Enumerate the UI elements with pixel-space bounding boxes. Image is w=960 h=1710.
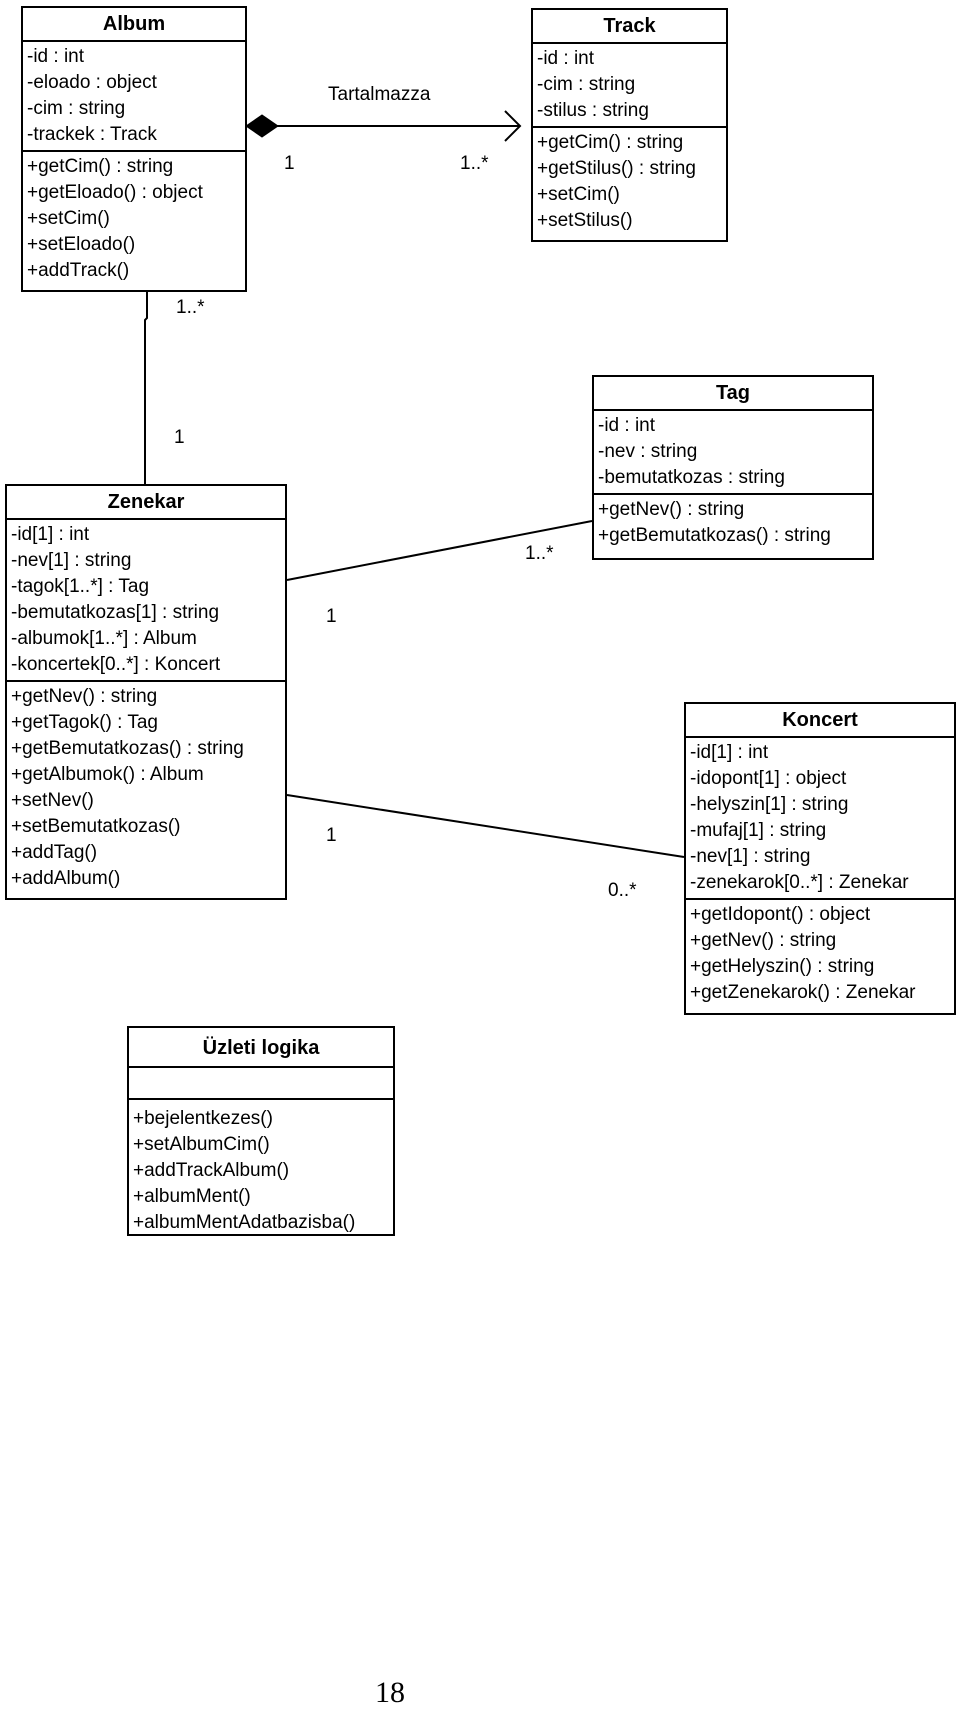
mult-zenekar-koncert-zenekar: 1 xyxy=(326,825,337,846)
operation: +getZenekarok() : Zenekar xyxy=(690,982,916,1003)
operation: +setCim() xyxy=(27,208,110,229)
attribute: -id[1] : int xyxy=(11,524,90,545)
mult-album-zenekar-zenekar: 1 xyxy=(174,427,185,448)
attribute: -id[1] : int xyxy=(690,742,769,763)
class-uzleti-logika-attributes xyxy=(129,1068,393,1100)
class-zenekar-attributes: -id[1] : int -nev[1] : string -tagok[1..… xyxy=(7,520,285,682)
class-uzleti-logika-name: Üzleti logika xyxy=(129,1028,393,1068)
operation: +setStilus() xyxy=(537,210,633,231)
attribute: -bemutatkozas[1] : string xyxy=(11,602,220,623)
operation: +albumMent() xyxy=(133,1186,251,1207)
class-tag-name: Tag xyxy=(594,377,872,411)
operation: +setCim() xyxy=(537,184,620,205)
class-tag: Tag -id : int -nev : string -bemutatkoza… xyxy=(592,375,874,560)
operation: +getEloado() : object xyxy=(27,182,203,203)
class-zenekar-operations: +getNev() : string +getTagok() : Tag +ge… xyxy=(7,682,285,894)
attribute: -nev : string xyxy=(598,441,698,462)
operation: +setBemutatkozas() xyxy=(11,816,181,837)
class-album-attributes: -id : int -eloado : object -cim : string… xyxy=(23,42,245,152)
class-track-attributes: -id : int -cim : string -stilus : string xyxy=(533,44,726,128)
attribute: -id : int xyxy=(27,46,85,67)
class-koncert-operations: +getIdopont() : object +getNev() : strin… xyxy=(686,900,954,1008)
assoc-album-zenekar-line xyxy=(144,266,148,484)
class-uzleti-logika-operations: +bejelentkezes() +setAlbumCim() +addTrac… xyxy=(129,1100,393,1238)
attribute: -id : int xyxy=(537,48,595,69)
operation: +getBemutatkozas() : string xyxy=(11,738,244,759)
operation: +setEloado() xyxy=(27,234,136,255)
operation: +getHelyszin() : string xyxy=(690,956,875,977)
operation: +addTrackAlbum() xyxy=(133,1160,290,1181)
class-koncert-name: Koncert xyxy=(686,704,954,738)
attribute: -koncertek[0..*] : Koncert xyxy=(11,654,221,675)
attribute: -id : int xyxy=(598,415,656,436)
operation: +addTrack() xyxy=(27,260,130,281)
attribute: -tagok[1..*] : Tag xyxy=(11,576,150,597)
operation: +getCim() : string xyxy=(27,156,174,177)
attribute: -eloado : object xyxy=(27,72,157,93)
mult-album-track-target: 1..* xyxy=(460,153,489,174)
attribute: -bemutatkozas : string xyxy=(598,467,785,488)
operation: +setAlbumCim() xyxy=(133,1134,270,1155)
mult-album-track-source: 1 xyxy=(284,153,295,174)
attribute: -cim : string xyxy=(537,74,636,95)
attribute: -zenekarok[0..*] : Zenekar xyxy=(690,872,909,893)
class-tag-attributes: -id : int -nev : string -bemutatkozas : … xyxy=(594,411,872,495)
assoc-album-track-label: Tartalmazza xyxy=(328,84,431,105)
operation: +getNev() : string xyxy=(11,686,158,707)
operation: +getCim() : string xyxy=(537,132,684,153)
class-album: Album -id : int -eloado : object -cim : … xyxy=(21,6,247,292)
operation: +getTagok() : Tag xyxy=(11,712,158,733)
attribute: -idopont[1] : object xyxy=(690,768,847,789)
class-zenekar: Zenekar -id[1] : int -nev[1] : string -t… xyxy=(5,484,287,900)
class-track-operations: +getCim() : string +getStilus() : string… xyxy=(533,128,726,236)
class-koncert: Koncert -id[1] : int -idopont[1] : objec… xyxy=(684,702,956,1015)
attribute: -nev[1] : string xyxy=(11,550,132,571)
mult-zenekar-tag-zenekar: 1 xyxy=(326,606,337,627)
class-tag-operations: +getNev() : string +getBemutatkozas() : … xyxy=(594,495,872,551)
operation: +getStilus() : string xyxy=(537,158,696,179)
operation: +addAlbum() xyxy=(11,868,121,889)
attribute: -mufaj[1] : string xyxy=(690,820,827,841)
class-album-name: Album xyxy=(23,8,245,42)
attribute: -stilus : string xyxy=(537,100,649,121)
assoc-arrowhead xyxy=(504,110,522,142)
mult-album-zenekar-album: 1..* xyxy=(176,297,205,318)
page-number: 18 xyxy=(375,1676,405,1709)
attribute: -helyszin[1] : string xyxy=(690,794,849,815)
assoc-zenekar-koncert-line xyxy=(286,794,685,858)
operation: +getBemutatkozas() : string xyxy=(598,525,831,546)
class-album-operations: +getCim() : string +getEloado() : object… xyxy=(23,152,245,286)
attribute: -albumok[1..*] : Album xyxy=(11,628,197,649)
attribute: -trackek : Track xyxy=(27,124,157,145)
operation: +albumMentAdatbazisba() xyxy=(133,1212,356,1233)
operation: +getNev() : string xyxy=(598,499,745,520)
mult-zenekar-koncert-koncert: 0..* xyxy=(608,880,637,901)
operation: +getNev() : string xyxy=(690,930,837,951)
class-track: Track -id : int -cim : string -stilus : … xyxy=(531,8,728,242)
class-uzleti-logika: Üzleti logika +bejelentkezes() +setAlbum… xyxy=(127,1026,395,1236)
class-koncert-attributes: -id[1] : int -idopont[1] : object -helys… xyxy=(686,738,954,900)
class-track-name: Track xyxy=(533,10,726,44)
operation: +setNev() xyxy=(11,790,94,811)
attribute: -nev[1] : string xyxy=(690,846,811,867)
operation: +addTag() xyxy=(11,842,98,863)
operation: +getAlbumok() : Album xyxy=(11,764,204,785)
operation: +bejelentkezes() xyxy=(133,1108,273,1129)
mult-zenekar-tag-tag: 1..* xyxy=(525,543,554,564)
composition-diamond xyxy=(245,114,279,138)
attribute: -cim : string xyxy=(27,98,126,119)
assoc-zenekar-tag-line xyxy=(286,520,593,581)
class-zenekar-name: Zenekar xyxy=(7,486,285,520)
operation: +getIdopont() : object xyxy=(690,904,871,925)
